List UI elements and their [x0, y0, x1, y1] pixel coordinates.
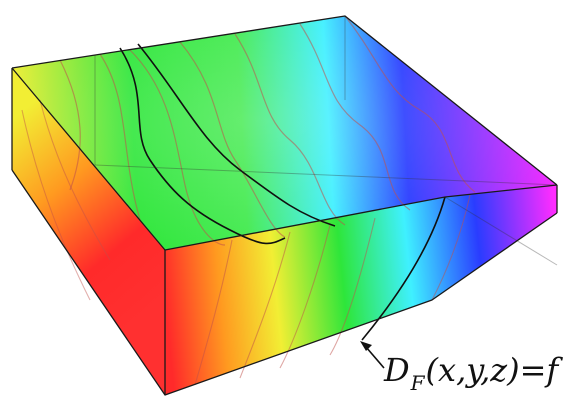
level-surface-curve [119, 47, 286, 245]
box-edge-bottom [11, 169, 558, 396]
top-contour [234, 33, 346, 226]
level-surface-front-edge [361, 196, 446, 341]
front-contours [194, 194, 471, 386]
left-contour [21, 109, 91, 301]
box-top-shine [12, 16, 557, 250]
top-contours [59, 15, 476, 246]
hidden-edge [94, 164, 558, 186]
top-contour [99, 53, 141, 221]
arrow-pointer-icon [360, 341, 385, 369]
left-contours [21, 99, 111, 301]
formula-rest: (x,y,z)=f [425, 351, 559, 389]
hidden-edges [94, 16, 558, 266]
formula-main: D [384, 351, 410, 389]
top-contour [344, 15, 476, 193]
box-edge-front-top [11, 67, 558, 251]
front-contour [329, 217, 376, 356]
box-left-face [12, 68, 165, 395]
level-surface-curve [137, 43, 336, 227]
top-contour [179, 41, 286, 238]
formula-subscript: F [410, 371, 425, 395]
front-contour [279, 224, 331, 369]
top-contour [129, 49, 226, 246]
box-front-face [165, 185, 557, 395]
top-contour [59, 59, 81, 191]
front-contour [194, 239, 233, 386]
hidden-edge [444, 196, 558, 266]
box-edge-top [11, 15, 558, 186]
front-contour [239, 231, 291, 379]
left-contour [39, 99, 111, 261]
level-set-label: DF(x,y,z)=f [384, 351, 559, 393]
box-edges [11, 15, 558, 396]
top-contour [299, 23, 411, 211]
front-contour [431, 194, 471, 301]
